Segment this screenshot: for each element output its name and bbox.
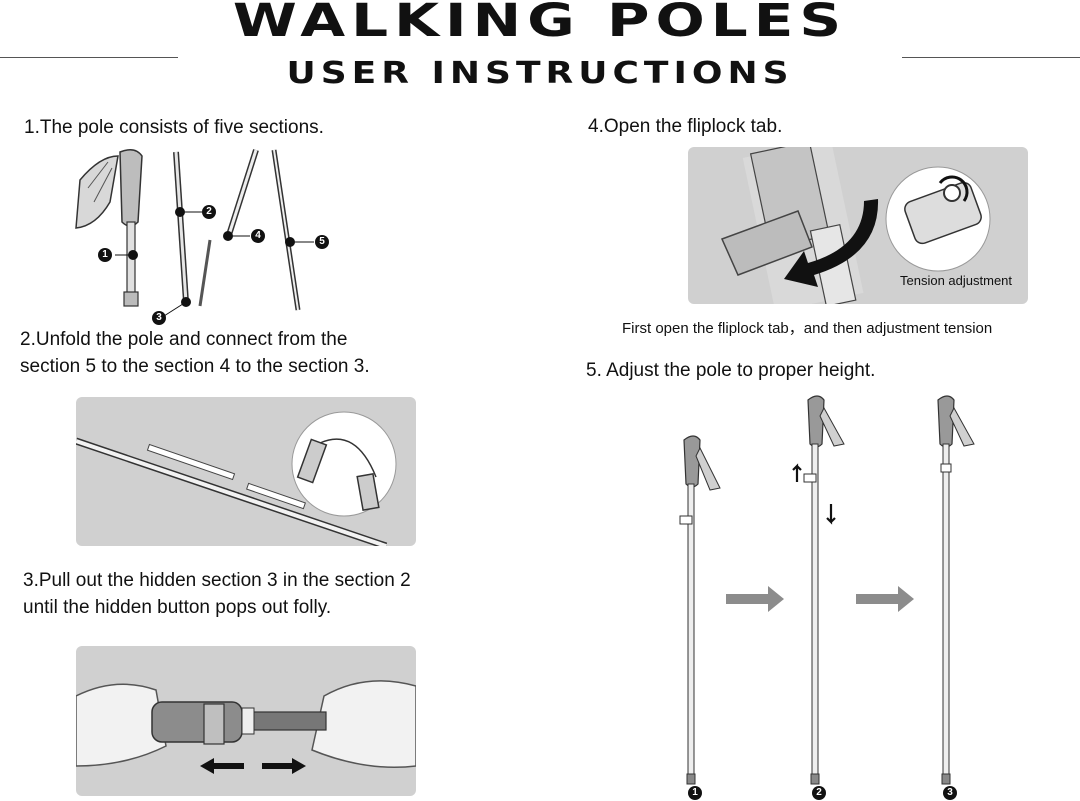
section-marker-4: 4	[251, 229, 265, 243]
pull-hidden-section-illustration	[76, 680, 416, 774]
step-4-text: 4.Open the fliplock tab.	[588, 113, 782, 140]
gray-arrow-1	[726, 586, 784, 612]
step-4-panel	[688, 147, 1028, 304]
step-2-line-1: 2.Unfold the pole and connect from the	[20, 329, 348, 350]
section-1-grip	[75, 149, 143, 307]
step-3-line-1: 3.Pull out the hidden section 3 in the s…	[23, 570, 411, 591]
header-rule-left	[0, 57, 178, 58]
step-5-line-1: 5. Adjust the pole to proper height.	[586, 360, 876, 381]
tension-adjustment-label: Tension adjustment	[900, 273, 1013, 288]
step-1-line-1: 1.The pole consists of five sections.	[24, 117, 324, 138]
step-2-line-2: section 5 to the section 4 to the sectio…	[20, 356, 370, 377]
section-marker-2: 2	[202, 205, 216, 219]
pole-sections-illustration	[75, 149, 314, 317]
height-marker-1: 1	[688, 786, 702, 800]
step-1-text: 1.The pole consists of five sections.	[24, 114, 324, 141]
step-5-text: 5. Adjust the pole to proper height.	[586, 357, 875, 384]
pole-tall	[937, 395, 975, 785]
height-marker-3: 3	[943, 786, 957, 800]
step-2-panel	[76, 397, 416, 546]
connect-sections-illustration	[76, 411, 397, 546]
page-subtitle: USER INSTRUCTIONS	[286, 56, 794, 91]
section-3-rod	[198, 239, 212, 307]
section-4	[223, 149, 259, 241]
pole-short	[679, 435, 721, 785]
height-adjustment-illustration	[679, 395, 975, 785]
step-2-text: 2.Unfold the pole and connect from the s…	[20, 326, 370, 380]
step-3-line-2: until the hidden button pops out folly.	[23, 597, 332, 618]
fliplock-illustration	[720, 147, 991, 304]
step-3-text: 3.Pull out the hidden section 3 in the s…	[23, 567, 411, 621]
header-rule-right	[902, 57, 1080, 58]
section-marker-3: 3	[152, 311, 166, 325]
section-2	[173, 151, 191, 307]
page-title: WALKING POLES	[232, 0, 848, 48]
section-5	[271, 149, 301, 311]
height-marker-2: 2	[812, 786, 826, 800]
pole-mid	[792, 395, 845, 785]
step-4-line-1: 4.Open the fliplock tab.	[588, 116, 783, 137]
gray-arrow-2	[856, 586, 914, 612]
step-3-panel	[76, 646, 416, 796]
section-marker-5: 5	[315, 235, 329, 249]
section-marker-1: 1	[98, 248, 112, 262]
fliplock-caption: First open the fliplock tab，and then adj…	[622, 320, 993, 337]
